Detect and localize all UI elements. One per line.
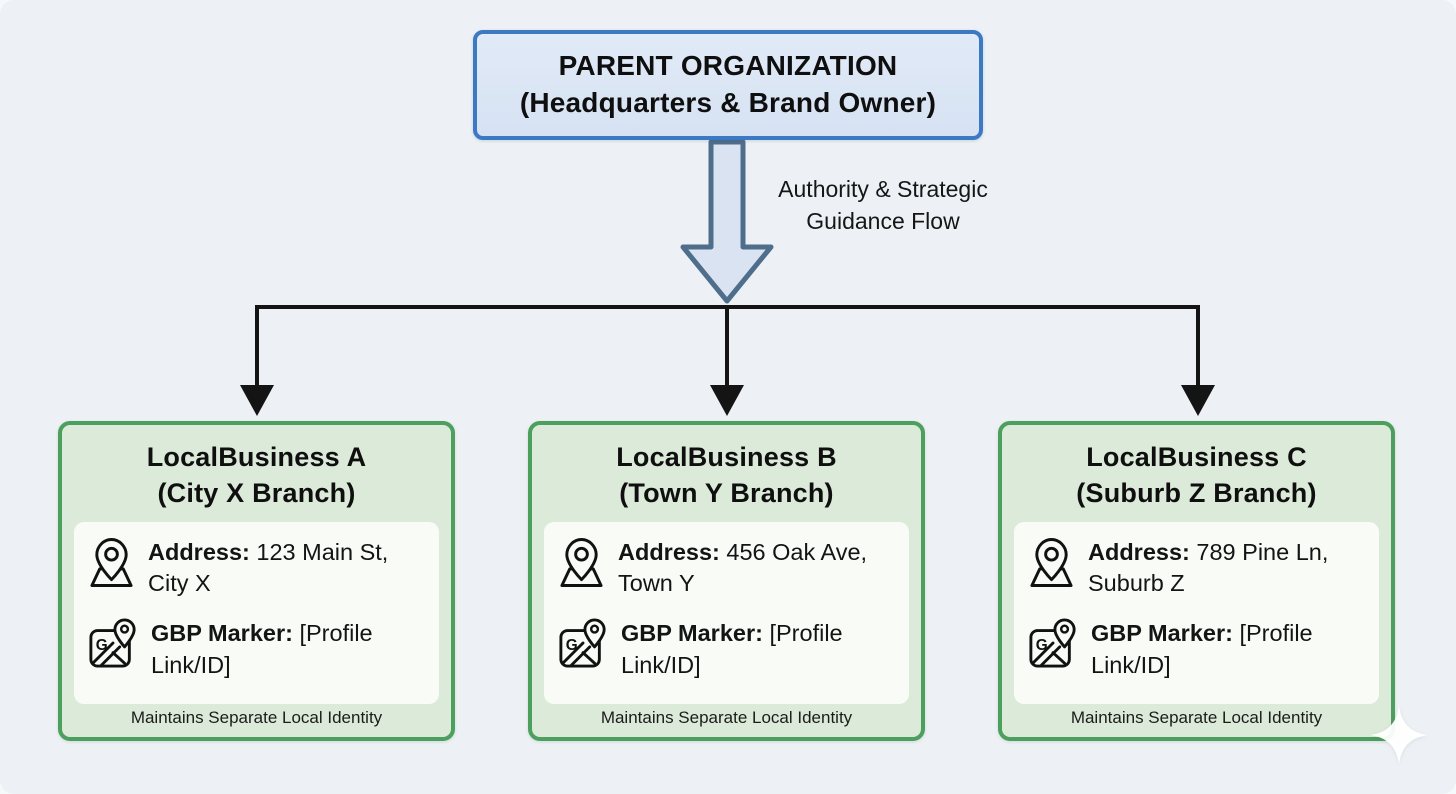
gbp-icon-letter: G <box>1036 637 1048 654</box>
google-maps-marker-icon: G <box>1029 618 1076 668</box>
branch-b-title: LocalBusiness B (Town Y Branch) <box>532 425 921 512</box>
gbp-row: G GBP Marker: [Profile Link/ID] <box>1028 618 1367 681</box>
arrowhead-c <box>1181 385 1215 416</box>
address-row: Address: 789 Pine Ln, Suburb Z <box>1028 537 1367 600</box>
branch-c-title-line2: (Suburb Z Branch) <box>1076 477 1317 508</box>
branch-c-details-panel: Address: 789 Pine Ln, Suburb Z G GBP Mar… <box>1014 521 1379 704</box>
location-pin-icon <box>560 537 603 587</box>
address-text: Address: 789 Pine Ln, Suburb Z <box>1088 537 1367 600</box>
flow-label-line2: Guidance Flow <box>806 208 960 235</box>
location-pin-icon <box>90 537 133 587</box>
gbp-value: [Profile Link/ID] <box>151 620 373 678</box>
gbp-text: GBP Marker: [Profile Link/ID] <box>1091 618 1367 681</box>
address-label: Address: <box>618 538 720 565</box>
branch-box-a: LocalBusiness A (City X Branch) Address:… <box>58 421 455 741</box>
parent-title-line2: (Headquarters & Brand Owner) <box>519 87 937 118</box>
branch-a-title: LocalBusiness A (City X Branch) <box>62 425 451 512</box>
gbp-row: G GBP Marker: [Profile Link/ID] <box>558 618 897 681</box>
gbp-icon-letter: G <box>96 637 108 654</box>
gbp-text: GBP Marker: [Profile Link/ID] <box>151 618 427 681</box>
address-text: Address: 456 Oak Ave, Town Y <box>618 537 897 600</box>
branch-box-b: LocalBusiness B (Town Y Branch) Address:… <box>528 421 925 741</box>
branch-a-footer: Maintains Separate Local Identity <box>130 708 383 727</box>
flow-label: Authority & Strategic Guidance Flow <box>756 173 1010 237</box>
gbp-label: GBP Marker: <box>1091 620 1233 647</box>
sparkle-icon <box>1369 705 1429 765</box>
branch-c-title: LocalBusiness C (Suburb Z Branch) <box>1002 425 1391 512</box>
address-value: 789 Pine Ln, Suburb Z <box>1088 538 1329 597</box>
branch-a-title-line1: LocalBusiness A <box>146 442 367 472</box>
arrowhead-a <box>240 385 274 416</box>
branch-b-title-line2: (Town Y Branch) <box>619 477 834 508</box>
branch-b-title-line1: LocalBusiness B <box>616 442 837 472</box>
address-row: Address: 456 Oak Ave, Town Y <box>558 537 897 600</box>
arrowhead-b <box>710 385 744 416</box>
address-label: Address: <box>148 538 250 565</box>
google-maps-marker-icon: G <box>89 618 136 668</box>
gbp-value: [Profile Link/ID] <box>1091 620 1313 678</box>
branch-b-details-panel: Address: 456 Oak Ave, Town Y G GBP Marke… <box>544 521 909 704</box>
location-pin-icon <box>1030 537 1073 587</box>
parent-org-title: PARENT ORGANIZATION (Headquarters & Bran… <box>520 48 936 122</box>
parent-org-box: PARENT ORGANIZATION (Headquarters & Bran… <box>473 30 983 140</box>
gbp-row: G GBP Marker: [Profile Link/ID] <box>88 618 427 681</box>
address-value: 456 Oak Ave, Town Y <box>618 538 868 597</box>
branch-a-title-line2: (City X Branch) <box>157 477 356 508</box>
parent-title-line1: PARENT ORGANIZATION <box>558 50 898 82</box>
gbp-label: GBP Marker: <box>151 620 293 647</box>
branch-c-title-line1: LocalBusiness C <box>1086 442 1307 472</box>
branch-a-details-panel: Address: 123 Main St, City X G GBP Marke… <box>74 521 439 704</box>
gbp-icon-letter: G <box>566 637 578 654</box>
branch-b-footer: Maintains Separate Local Identity <box>600 708 853 727</box>
flow-label-line1: Authority & Strategic <box>778 176 988 202</box>
address-row: Address: 123 Main St, City X <box>88 537 427 600</box>
branch-box-c: LocalBusiness C (Suburb Z Branch) Addres… <box>998 421 1395 741</box>
gbp-text: GBP Marker: [Profile Link/ID] <box>621 618 897 681</box>
address-text: Address: 123 Main St, City X <box>148 537 427 600</box>
gbp-label: GBP Marker: <box>621 620 763 647</box>
gbp-value: [Profile Link/ID] <box>621 620 843 678</box>
address-label: Address: <box>1088 538 1190 565</box>
address-value: 123 Main St, City X <box>148 538 389 597</box>
google-maps-marker-icon: G <box>559 618 606 668</box>
branch-c-footer: Maintains Separate Local Identity <box>1070 708 1323 727</box>
